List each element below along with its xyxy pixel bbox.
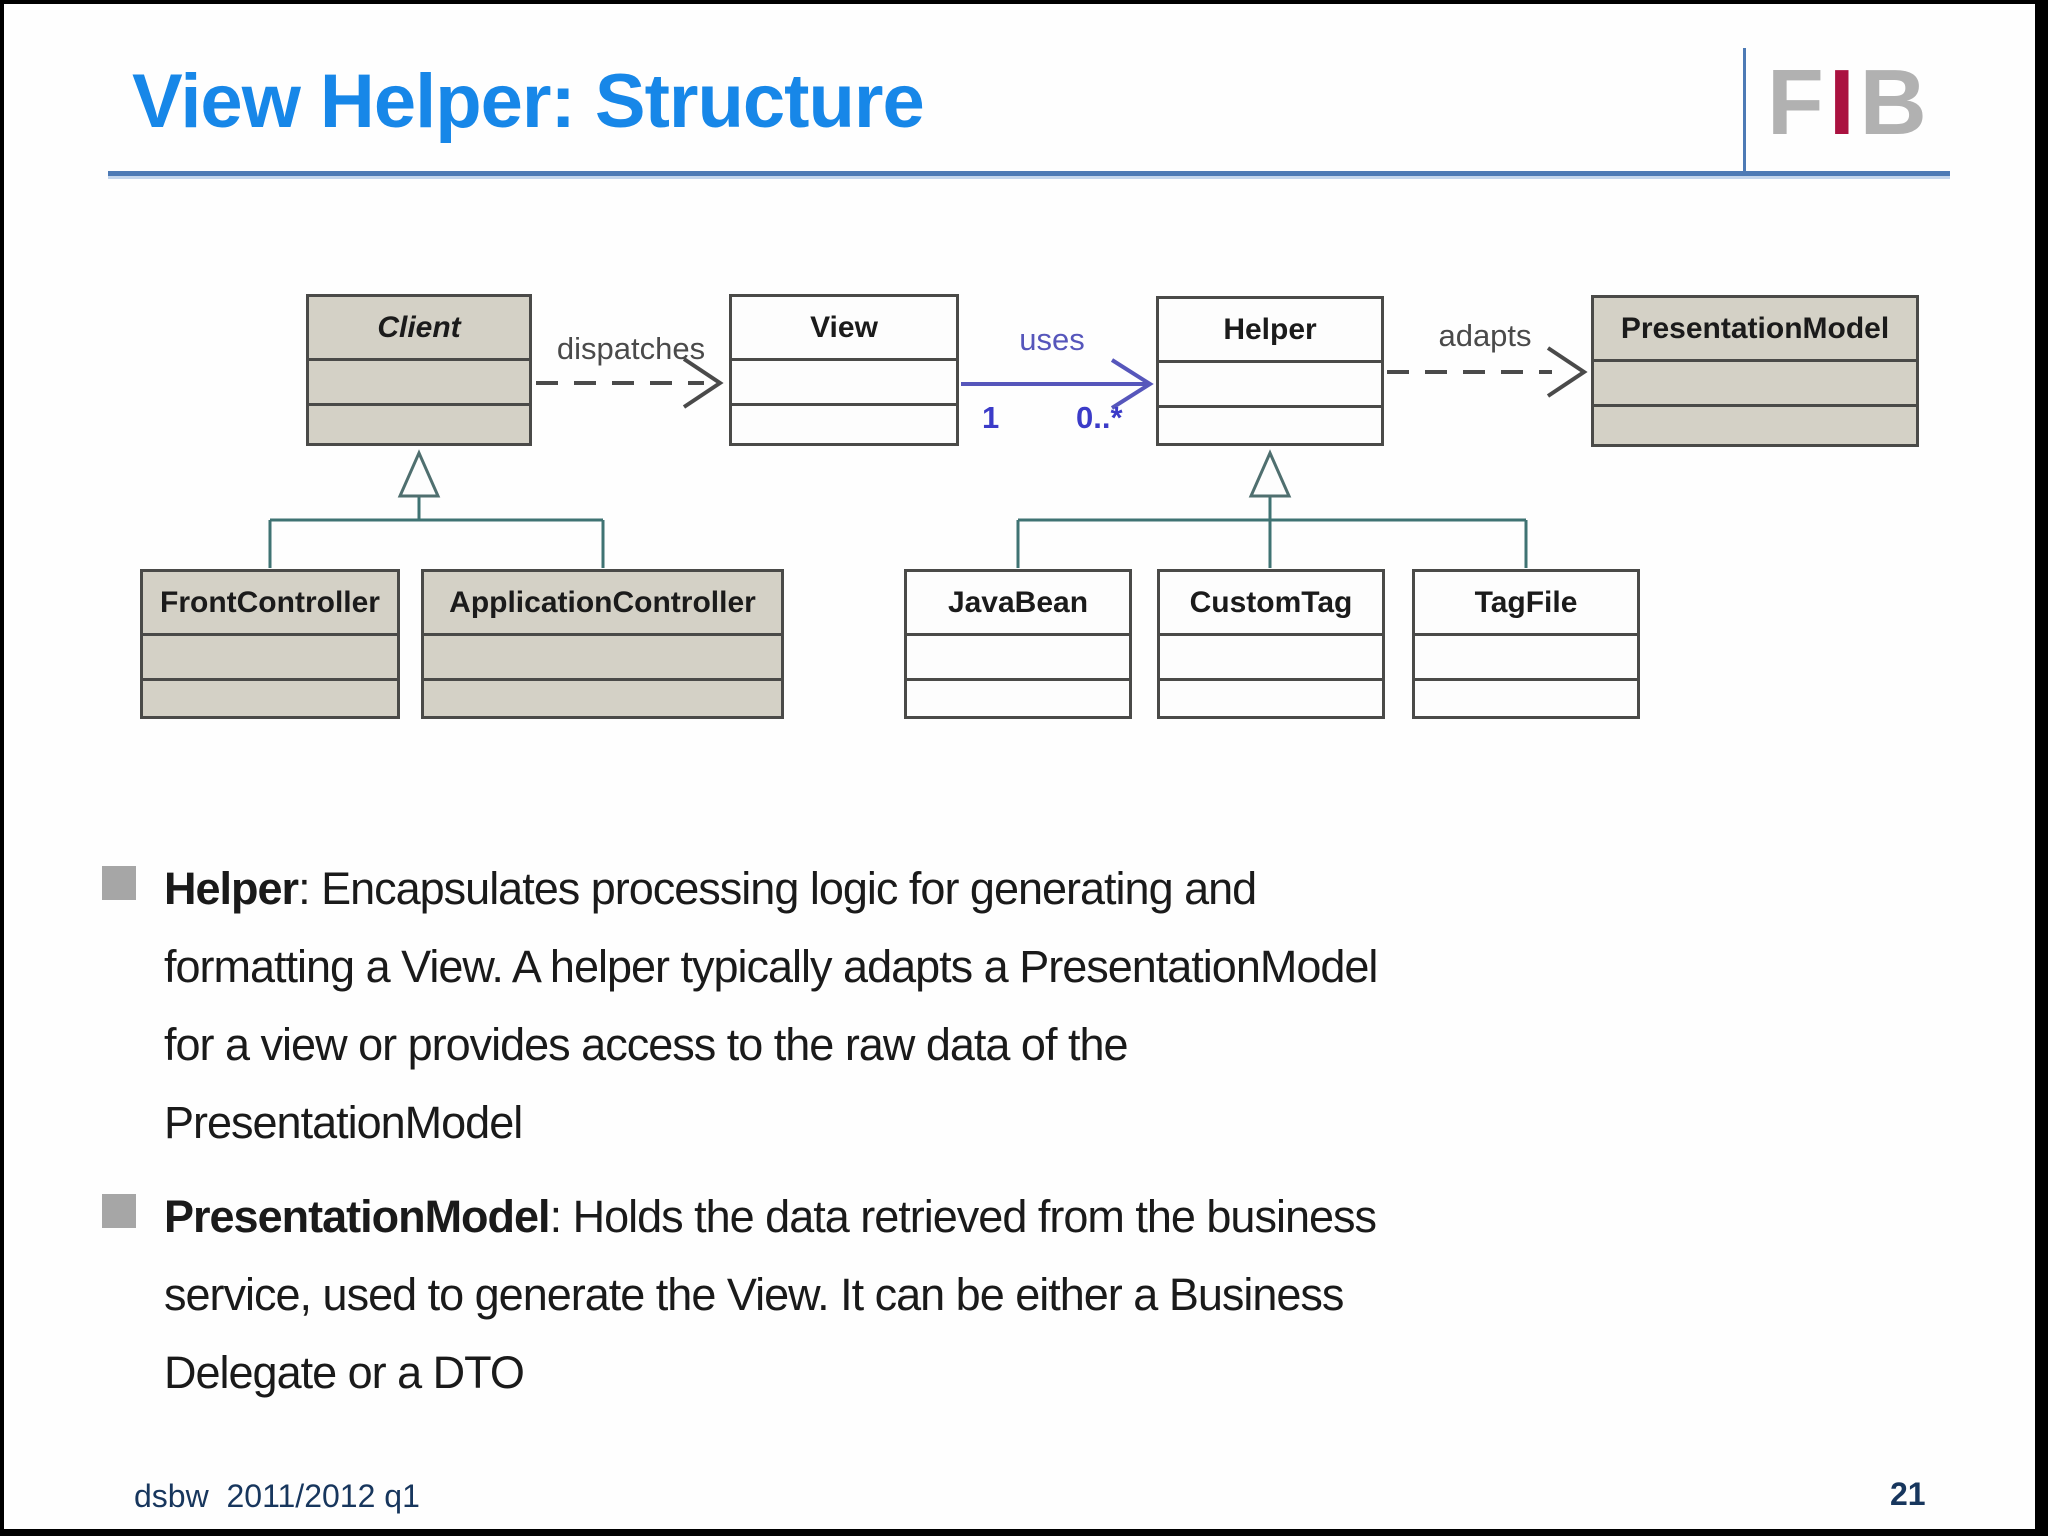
class-applicationcontroller: ApplicationController [421,569,784,719]
slide: View Helper: Structure FIB [4,4,2035,1529]
uses-multiplicity-to: 0..* [1076,400,1123,435]
page-number: 21 [1890,1476,1926,1512]
bullet-helper-line-4: PresentationModel [164,1097,523,1148]
class-applicationcontroller-operations [424,678,781,716]
class-view: View [729,294,959,446]
bullet-presentationmodel-line-2: service, used to generate the View. It c… [164,1269,1344,1320]
class-frontcontroller-operations [143,678,397,716]
class-view-attributes [732,358,956,403]
class-tagfile-name: TagFile [1474,585,1578,619]
bullet-helper-line-1: : Encapsulates processing logic for gene… [298,863,1257,914]
bullet-presentationmodel-line-1: : Holds the data retrieved from the busi… [549,1191,1377,1242]
adapts-arrow [1387,346,1588,398]
logo-letter-i: I [1828,50,1860,154]
title-underline [108,171,1950,179]
bullet-presentationmodel-text: PresentationModel: Holds the data retrie… [164,1178,1902,1412]
bullet-presentationmodel-line-3: Delegate or a DTO [164,1347,525,1398]
class-view-name: View [810,310,878,344]
client-generalization-triangle [397,449,441,498]
class-frontcontroller-attributes [143,633,397,678]
class-presentationmodel-name: PresentationModel [1620,311,1890,345]
bullet-presentationmodel-term: PresentationModel [164,1191,551,1242]
client-generalization-lines [268,496,605,568]
class-client-attributes [309,358,529,403]
class-applicationcontroller-attributes [424,633,781,678]
class-client-operations [309,403,529,443]
class-frontcontroller: FrontController [140,569,400,719]
class-javabean-attributes [907,633,1129,678]
class-tagfile-attributes [1415,633,1637,678]
class-view-operations [732,403,956,443]
uml-connectors [268,346,1588,568]
bullet-helper: Helper: Encapsulates processing logic fo… [102,850,1902,1162]
adapts-label: adapts [1438,318,1532,353]
logo-letter-b: B [1859,50,1932,154]
logo-separator-line [1743,48,1746,171]
class-customtag: CustomTag [1157,569,1385,719]
bullet-helper-line-3: for a view or provides access to the raw… [164,1019,1129,1070]
footer-course-label: dsbw 2011/2012 q1 [134,1478,420,1514]
class-customtag-name: CustomTag [1189,585,1353,619]
bullet-presentationmodel: PresentationModel: Holds the data retrie… [102,1178,1902,1412]
uses-label: uses [1019,322,1085,357]
bullet-square-icon [102,866,136,900]
class-javabean-operations [907,678,1129,716]
class-helper-attributes [1159,360,1381,405]
fib-logo: FIB [1767,56,1932,149]
class-client-name: Client [377,310,461,344]
helper-generalization-lines [1016,496,1528,568]
class-javabean: JavaBean [904,569,1132,719]
page-title: View Helper: Structure [132,59,925,144]
class-helper-name: Helper [1223,312,1317,346]
uses-multiplicity-from: 1 [982,400,1000,435]
dispatches-arrow [536,357,724,409]
class-applicationcontroller-name: ApplicationController [449,585,756,619]
class-presentationmodel-attributes [1594,359,1916,404]
uses-arrow [961,358,1154,410]
bullet-helper-term: Helper [164,863,299,914]
bullet-square-icon [102,1194,136,1228]
class-presentationmodel: PresentationModel [1591,295,1919,447]
logo-letter-f: F [1767,50,1829,154]
helper-generalization-triangle [1248,449,1292,498]
bullet-list: Helper: Encapsulates processing logic fo… [102,850,1902,1412]
class-tagfile-operations [1415,678,1637,716]
class-helper: Helper [1156,296,1384,446]
bullet-helper-line-2: formatting a View. A helper typically ad… [164,941,1378,992]
class-client: Client [306,294,532,446]
class-javabean-name: JavaBean [947,585,1089,619]
class-helper-operations [1159,405,1381,443]
class-customtag-operations [1160,678,1382,716]
class-tagfile: TagFile [1412,569,1640,719]
bullet-helper-text: Helper: Encapsulates processing logic fo… [164,850,1902,1162]
dispatches-label: dispatches [556,331,706,366]
class-presentationmodel-operations [1594,404,1916,444]
class-customtag-attributes [1160,633,1382,678]
class-frontcontroller-name: FrontController [160,585,380,619]
